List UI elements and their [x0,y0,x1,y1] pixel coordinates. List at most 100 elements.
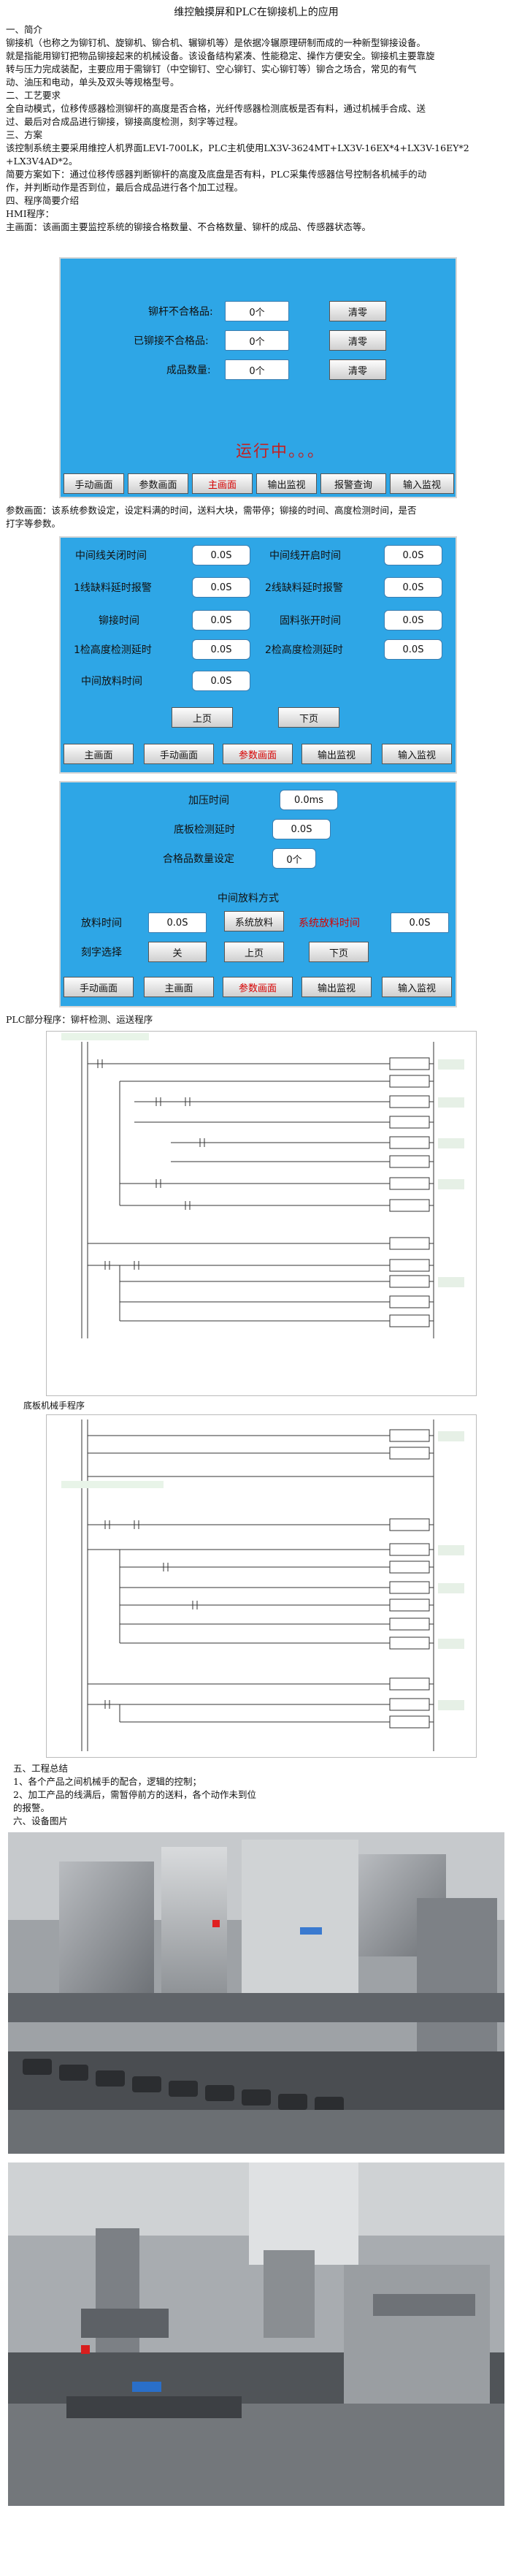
qualified-count-label: 合格品数量设定 [163,853,234,865]
line: 铆接机（也称之为铆钉机、旋铆机、铆合机、辗铆机等）是依据冷辗原理研制而成的一种新… [6,37,426,48]
param-label: 中间放料时间 [81,676,142,687]
running-status: 运行中。。。 [236,443,326,461]
nav-output-button[interactable]: 输出监视 [301,977,372,997]
ladder-svg [61,1420,464,1751]
line: 二、工艺要求 [6,90,61,101]
summary-text: 五、工程总结 1、各个产品之间机械手的配合，逻辑的控制； 2、加工产品的线满后，… [13,1762,507,1828]
ladder-svg [61,1033,464,1338]
system-discharge-time-value[interactable]: 0.0S [391,912,449,933]
line: 五、工程总结 [13,1763,69,1774]
param-label: 固料张开时间 [280,615,341,627]
ladder-diagram-rivet [46,1031,477,1396]
system-discharge-button[interactable]: 系统放料 [224,911,284,931]
clear-reject-rivet-button[interactable]: 清零 [329,301,386,321]
nav-input-button[interactable]: 输入监视 [390,473,454,494]
param-label: 1线缺料延时报警 [74,582,152,594]
finished-count-label: 成品数量: [166,365,211,376]
param-label: 中间线关闭时间 [75,550,147,562]
reject-riveted-label: 已铆接不合格品: [134,335,209,347]
nav-manual-button[interactable]: 手动画面 [64,977,134,997]
line: 的报警。 [13,1802,50,1813]
prev-page-button[interactable]: 上页 [224,942,284,962]
param-value[interactable]: 0.0S [192,610,250,630]
nav-param-button[interactable]: 参数画面 [223,977,293,997]
plc-heading: PLC部分程序：铆杆检测、运送程序 [6,1013,507,1026]
line: 全自动模式，位移传感器检测铆杆的高度是否合格，光纤传感器检测底板是否有料，通过机… [6,103,426,114]
base-detect-value[interactable]: 0.0S [272,819,331,839]
line: 转与压力完成装配，主要应用于需铆钉（中空铆钉、空心铆钉、实心铆钉等）铆合之场合，… [6,64,417,75]
param-value[interactable]: 0.0S [384,610,442,630]
discharge-time-value[interactable]: 0.0S [148,912,207,933]
param-value[interactable]: 0.0S [384,545,442,565]
system-discharge-time-label: 系统放料时间 [299,918,360,929]
next-page-button[interactable]: 下页 [278,707,339,728]
line: 动、油压和电动，单头及双头等规格型号。 [6,77,180,88]
equipment-photo-1 [8,1832,504,2154]
clear-reject-riveted-button[interactable]: 清零 [329,330,386,351]
nav-main-button[interactable]: 主画面 [192,473,253,494]
nav-param-button[interactable]: 参数画面 [223,744,293,764]
ladder-diagram-base [46,1414,477,1758]
clear-finished-button[interactable]: 清零 [329,359,386,380]
param-text: 参数画面：该系统参数设定，设定料满的时间，送料大块，需带停；铆接的时间、高度检测… [6,504,507,530]
nav-main-button[interactable]: 主画面 [144,977,214,997]
line: 就是指能用铆钉把物品铆接起来的机械设备。该设备结构紧凑、性能稳定、操作方便安全。… [6,50,435,61]
prev-page-button[interactable]: 上页 [172,707,233,728]
line: HMI程序： [6,208,55,219]
param-value[interactable]: 0.0S [384,639,442,660]
nav-manual-button[interactable]: 手动画面 [144,744,214,764]
nav-output-button[interactable]: 输出监视 [301,744,372,764]
finished-count-value: 0个 [225,359,289,380]
nav-param-button[interactable]: 参数画面 [128,473,188,494]
machine-photo-svg [8,1832,504,2154]
hmi-param-screen-1: 中间线关闭时间 0.0S 1线缺料延时报警 0.0S 铆接时间 0.0S 1检高… [59,536,457,774]
param-value[interactable]: 0.0S [192,545,250,565]
press-time-label: 加压时间 [188,795,229,807]
param-label: 2检高度检测延时 [265,644,343,656]
param-value[interactable]: 0.0S [192,577,250,598]
machine-photo-svg [8,2162,504,2506]
equipment-photo-2 [8,2162,504,2506]
discharge-time-label: 放料时间 [81,918,122,929]
line: 过、最后对合成品进行铆接，铆接高度检测，刻字等过程。 [6,116,244,127]
nav-input-button[interactable]: 输入监视 [382,744,452,764]
engrave-toggle-button[interactable]: 关 [148,942,207,962]
line: 一、简介 [6,24,43,35]
intro-text: 一、简介 铆接机（也称之为铆钉机、旋铆机、铆合机、辗铆机等）是依据冷辗原理研制而… [6,23,507,234]
doc-title: 维控触摸屏和PLC在铆接机上的应用 [174,7,339,18]
qualified-count-value[interactable]: 0个 [272,848,316,869]
line: 六、设备图片 [13,1815,69,1826]
hmi-main-screen: 铆杆不合格品: 0个 清零 已铆接不合格品: 0个 清零 成品数量: 0个 清零… [59,257,457,498]
nav-alarm-button[interactable]: 报警查询 [320,473,386,494]
param-label: 中间线开启时间 [269,550,341,562]
base-detect-label: 底板检测延时 [174,824,235,836]
line: 简要方案如下：通过位移传感器判断铆杆的高度及底盘是否有料，PLC采集传感器信号控… [6,169,427,180]
next-page-button[interactable]: 下页 [309,942,369,962]
base-robot-caption: 底板机械手程序 [23,1401,85,1411]
nav-input-button[interactable]: 输入监视 [382,977,452,997]
nav-output-button[interactable]: 输出监视 [256,473,317,494]
line: 三、方案 [6,129,43,140]
param-label: 铆接时间 [99,615,139,627]
hmi-param-screen-2: 加压时间 0.0ms 底板检测延时 0.0S 合格品数量设定 0个 中间放料方式… [59,781,457,1007]
param-value[interactable]: 0.0S [384,577,442,598]
line: 主画面：该画面主要监控系统的铆接合格数量、不合格数量、铆杆的成品、传感器状态等。 [6,221,372,232]
line: 参数画面：该系统参数设定，设定料满的时间，送料大块，需带停；铆接的时间、高度检测… [6,505,417,516]
nav-main-button[interactable]: 主画面 [64,744,134,764]
param-value[interactable]: 0.0S [192,639,250,660]
reject-rivet-label: 铆杆不合格品: [148,306,213,318]
line: +LX3V4AD*2。 [6,156,78,167]
param-label: 1检高度检测延时 [74,644,152,656]
line: 作，并判断动作是否到位，最后合成品进行各个加工过程。 [6,182,244,193]
line: 该控制系统主要采用维控人机界面LEVI-700LK，PLC主机使用LX3V-36… [6,142,469,153]
engrave-select-label: 刻字选择 [81,947,122,959]
line: 四、程序简要介绍 [6,195,80,206]
press-time-value[interactable]: 0.0ms [280,790,338,810]
nav-manual-button[interactable]: 手动画面 [64,473,124,494]
line: 打字等参数。 [6,518,61,529]
param-value[interactable]: 0.0S [192,671,250,691]
line: PLC部分程序：铆杆检测、运送程序 [6,1014,153,1025]
discharge-mode-title: 中间放料方式 [218,893,279,904]
line: 2、加工产品的线满后，需暂停前方的送料，各个动作未到位 [13,1789,256,1800]
reject-riveted-value: 0个 [225,330,289,351]
